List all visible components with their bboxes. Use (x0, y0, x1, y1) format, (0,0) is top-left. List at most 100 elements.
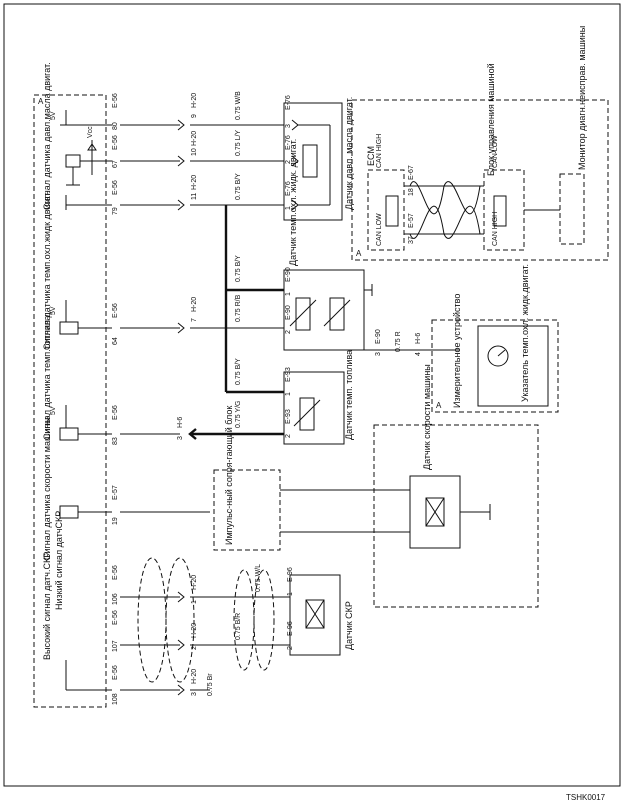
wire-labels: 9 H-20 0.75 W/B 10 H-20 0.75 L/Y 11 H-20… (177, 91, 262, 696)
svg-text:1: 1 (285, 392, 292, 396)
resistor-icon (59, 321, 79, 335)
svg-text:0.75 B/Y: 0.75 B/Y (235, 255, 242, 282)
row-label-ckp-high: Высокий сигнал датч.СКР (42, 552, 52, 660)
svg-text:A: A (356, 249, 362, 258)
svg-text:H-20: H-20 (191, 575, 198, 590)
svg-text:37: 37 (408, 236, 415, 244)
svg-text:H-20: H-20 (191, 93, 198, 108)
svg-text:E-96: E-96 (287, 621, 294, 636)
svg-text:H-20: H-20 (191, 175, 198, 190)
svg-text:E-67: E-67 (408, 165, 415, 180)
svg-text:0.75 Y/G: 0.75 Y/G (235, 400, 242, 428)
svg-text:0.75 W/B: 0.75 W/B (235, 91, 242, 120)
sheet-frame (3, 3, 621, 787)
svg-text:1: 1 (285, 292, 292, 296)
supply-5v-3: 5V (50, 406, 57, 415)
ecm-conn-r3: E-56 (112, 303, 119, 318)
svg-text:1: 1 (285, 206, 292, 210)
svg-text:0.75 R/B: 0.75 R/B (235, 294, 242, 322)
svg-text:E-76: E-76 (285, 95, 292, 110)
row-label-oil-pressure: Сигнал датчика давл.масла двигат. (42, 62, 52, 210)
svg-text:2: 2 (285, 434, 292, 438)
svg-text:E-90: E-90 (375, 329, 382, 344)
svg-text:E-93: E-93 (285, 367, 292, 382)
supply-5v-1: 5V (50, 111, 57, 120)
can-ecm-label: ECM (366, 146, 376, 166)
coolant-temp-label: Датчик темп.охл. жидк. двигат. (288, 139, 298, 266)
svg-text:0.75 W/L: 0.75 W/L (255, 564, 262, 592)
svg-text:0.75 R: 0.75 R (395, 331, 402, 352)
svg-text:0.75 L/Y: 0.75 L/Y (235, 130, 242, 156)
can-network-box: A ECM Блок управления машиной Монитор ди… (351, 26, 609, 261)
svg-text:0.75 B/Y: 0.75 B/Y (235, 173, 242, 200)
ecm-conn-r4: E-56 (112, 405, 119, 420)
pulse-unit-label: Импульс-ный сопря-гающий блок (224, 406, 234, 545)
row-labels: Сигнал датчика давл.масла двигат. Сигнал… (42, 62, 64, 660)
resistor-icon (59, 427, 79, 441)
svg-text:2: 2 (285, 330, 292, 334)
vcc-label: Vcc (87, 126, 94, 138)
ecm-conn-r2: E-56 (112, 180, 119, 195)
svg-text:2: 2 (287, 646, 294, 650)
svg-text:10: 10 (191, 148, 198, 156)
ecm-conn-r1: E-56 (112, 135, 119, 150)
svg-text:A: A (436, 401, 442, 410)
coolant-temp-sensor: 1 E-90 2 E-90 Датчик темп.охл. жидк. дви… (283, 139, 460, 356)
vehicle-speed-label: Датчик скорости машины (422, 364, 432, 470)
ecm-box (33, 94, 107, 708)
fuel-temp-label: Датчик темп. топлива (344, 350, 354, 440)
svg-text:3: 3 (177, 436, 184, 440)
svg-text:0.75 Br: 0.75 Br (207, 673, 214, 696)
oil-pressure-sensor: 3 E-76 2 E-76 1 E-76 Датчик давл. масла … (283, 95, 354, 221)
svg-text:7: 7 (191, 318, 198, 322)
supply-5v-2: 5V (50, 306, 57, 315)
pulse-interface-unit: Импульс-ный сопря-гающий блок (213, 406, 410, 551)
svg-text:H-6: H-6 (415, 333, 422, 344)
ecm-pins: E-56 80 E-56 67 E-56 79 E-56 64 E-56 83 … (112, 93, 119, 705)
oil-pressure-label: Датчик давл. масла двигат. (344, 97, 354, 210)
svg-text:E-76: E-76 (285, 181, 292, 196)
sheet-id: TSHK0017 (566, 793, 606, 802)
svg-text:H-6: H-6 (177, 417, 184, 428)
svg-text:CAN HIGH: CAN HIGH (376, 134, 383, 168)
svg-text:CAN LOW: CAN LOW (376, 213, 383, 246)
instrument-label: Измерительное устройство (452, 294, 462, 408)
svg-text:CAN HIGH: CAN HIGH (492, 212, 499, 246)
ecm-conn-r0: E-56 (112, 93, 119, 108)
svg-text:E-93: E-93 (285, 409, 292, 424)
svg-text:4: 4 (415, 352, 422, 356)
ecm-conn-r8: E-56 (112, 665, 119, 680)
ecm-pin-r3: 64 (112, 337, 119, 345)
row-label-speed: Сигнал датчика скорости машины (42, 417, 52, 560)
svg-text:1: 1 (191, 600, 198, 604)
can-monitor-label: Монитор диагн.неисправ. машины (577, 26, 587, 170)
svg-text:11: 11 (191, 193, 198, 200)
resistor-icon (65, 154, 81, 168)
svg-text:1: 1 (287, 592, 294, 596)
svg-text:0.75 B/Y: 0.75 B/Y (235, 358, 242, 385)
ecm-internal: 5V Vcc 5V 5V (50, 110, 112, 691)
svg-text:E-96: E-96 (287, 567, 294, 582)
svg-text:CAN LOW: CAN LOW (492, 135, 499, 168)
svg-text:3: 3 (375, 352, 382, 356)
can-bcu-label: Блок управления машиной (486, 63, 496, 176)
ckp-label: Датчик СКР (344, 601, 354, 650)
ecm-pin-r7: 107 (112, 640, 119, 652)
svg-text:E-76: E-76 (285, 135, 292, 150)
ecm-pin-r0: 80 (112, 122, 119, 130)
svg-text:2: 2 (285, 160, 292, 164)
ecm-box-marker: A (38, 97, 44, 106)
svg-text:H-20: H-20 (191, 297, 198, 312)
instrument-cluster-box: A Измерительное устройство Указатель тем… (431, 264, 559, 413)
ecm-pin-r2: 79 (112, 207, 119, 215)
svg-text:0.75 B/R: 0.75 B/R (235, 613, 242, 640)
ecm-conn-r5: E-57 (112, 485, 119, 500)
ckp-sensor: 1 E-96 2 E-96 Датчик СКР (287, 567, 354, 656)
svg-text:H-20: H-20 (191, 131, 198, 146)
row-label-coolant: Сигнал датчика темп.охл.жидк двигат. (42, 191, 52, 350)
fuel-temp-sensor: 1 E-93 2 E-93 Датчик темп. топлива (283, 350, 354, 445)
svg-text:H-20: H-20 (191, 669, 198, 684)
svg-text:2: 2 (191, 646, 198, 650)
